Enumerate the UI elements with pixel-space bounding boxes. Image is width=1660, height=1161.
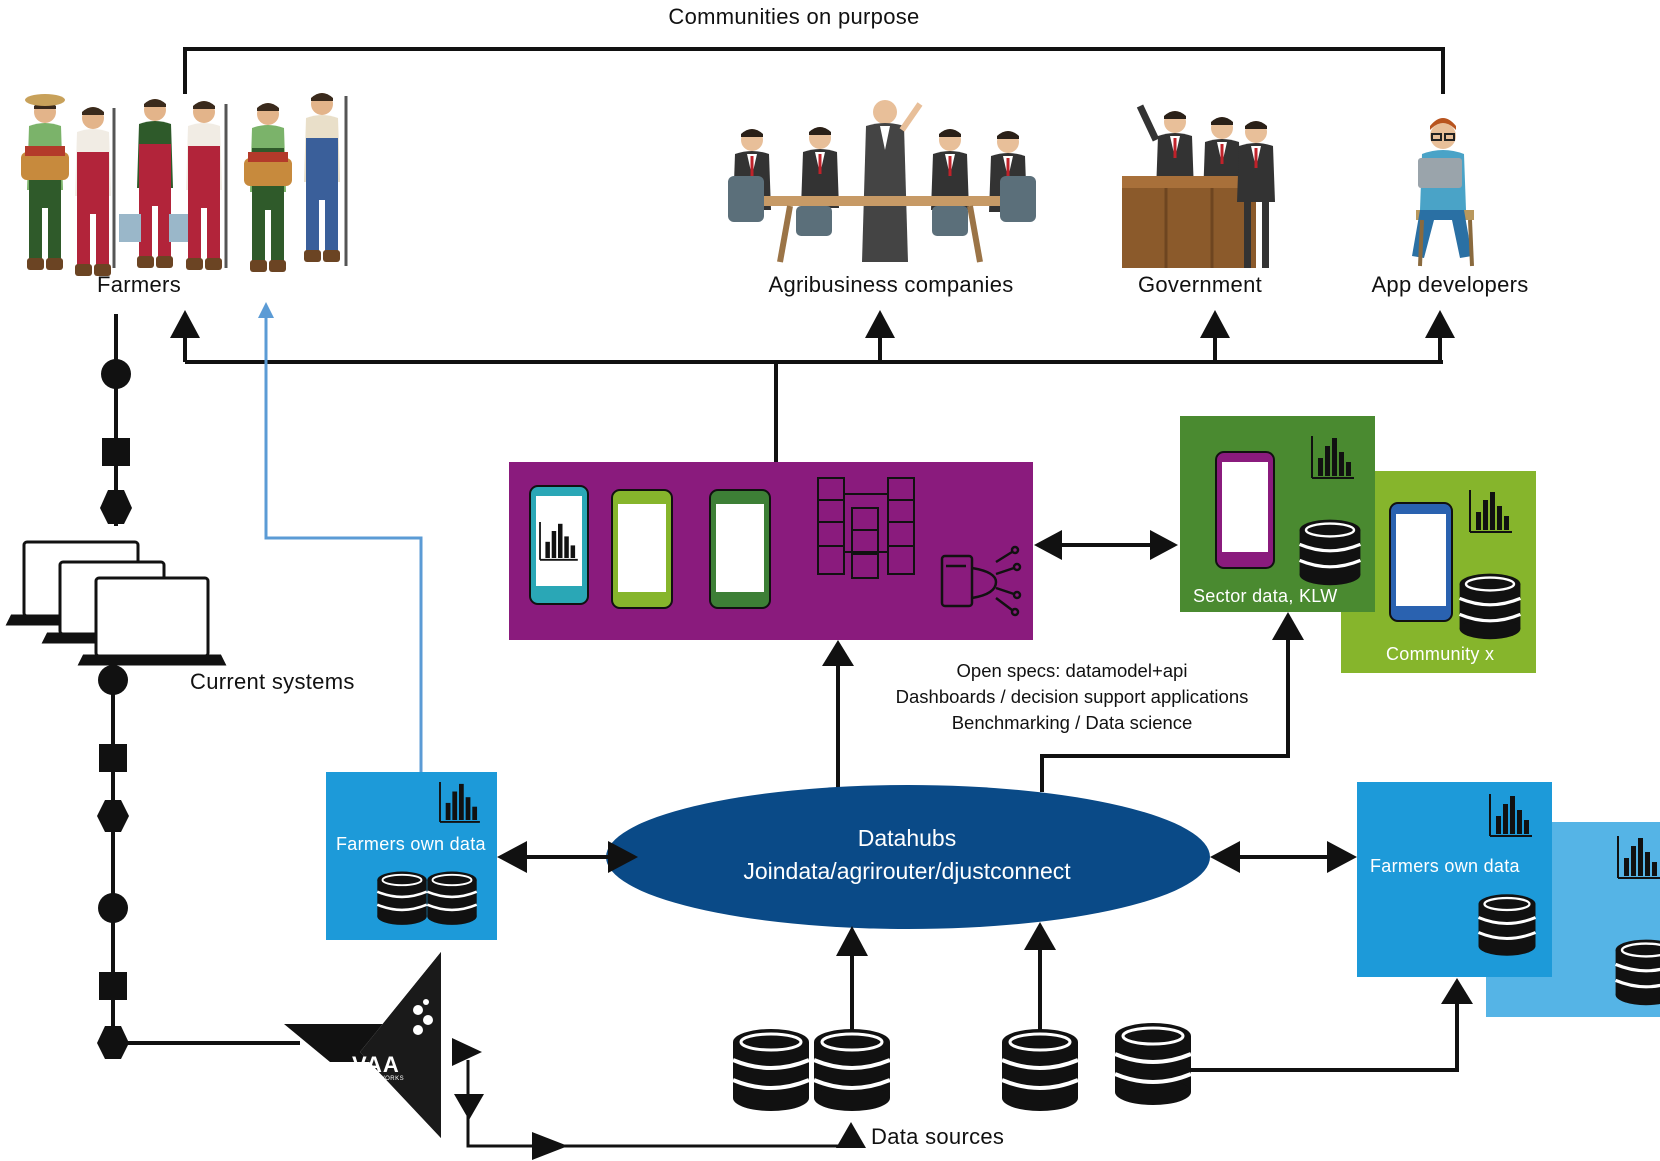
app-developer-illustration xyxy=(1412,118,1474,267)
community-x-label: Community x xyxy=(1386,644,1495,664)
hub-upward-arrows xyxy=(822,612,1304,792)
datahubs-title: Datahubs xyxy=(857,825,957,851)
stakeholder-bus xyxy=(170,310,1455,462)
datahubs-subtitle: Joindata/agrirouter/djustconnect xyxy=(743,858,1071,884)
government-illustration xyxy=(1122,104,1277,268)
data-sources-arrows xyxy=(452,922,1473,1160)
specs-line-3: Benchmarking / Data science xyxy=(951,712,1193,733)
data-sources-label: Data sources xyxy=(871,1124,1005,1149)
platform-sector-arrow xyxy=(1034,530,1178,560)
datahubs-ellipse xyxy=(606,785,1210,929)
open-specs-text: Open specs: datamodel+api Dashboards / d… xyxy=(896,658,1249,736)
government-label: Government xyxy=(1137,272,1263,297)
sector-data-box xyxy=(1180,416,1375,612)
left-timeline xyxy=(97,314,300,1059)
farmers-own-data-right-box xyxy=(1357,782,1660,1017)
farmers-own-data-left-box xyxy=(326,772,497,940)
communities-label: Communities on purpose xyxy=(668,4,920,29)
vaa-logo-text: VAA xyxy=(352,1052,400,1077)
current-systems-label: Current systems xyxy=(190,669,355,694)
farmers-illustration xyxy=(21,93,348,276)
agribusiness-illustration xyxy=(728,100,1036,263)
farmers-own-data-to-farmers-link xyxy=(258,302,423,772)
laptops-icon xyxy=(5,540,227,666)
farmers-own-data-right-label: Farmers own data xyxy=(1370,856,1520,876)
data-sources-databases xyxy=(731,1021,1193,1113)
agribusiness-label: Agribusiness companies xyxy=(768,272,1014,297)
farmers-label: Farmers xyxy=(97,272,181,297)
app-developers-label: App developers xyxy=(1371,272,1529,297)
specs-line-1: Open specs: datamodel+api xyxy=(956,660,1188,681)
farmers-own-data-left-label: Farmers own data xyxy=(336,834,486,854)
vaa-logo xyxy=(284,952,441,1138)
sector-data-label: Sector data, KLW xyxy=(1193,586,1338,606)
hub-horizontal-arrows xyxy=(497,841,1357,873)
vaa-logo-subtext: DATA WORKS xyxy=(360,1076,405,1082)
applications-platform xyxy=(509,462,1033,640)
datahubs-label: Datahubs Joindata/agrirouter/djustconnec… xyxy=(743,822,1070,888)
specs-line-2: Dashboards / decision support applicatio… xyxy=(895,686,1249,707)
communities-bracket xyxy=(183,47,1445,94)
